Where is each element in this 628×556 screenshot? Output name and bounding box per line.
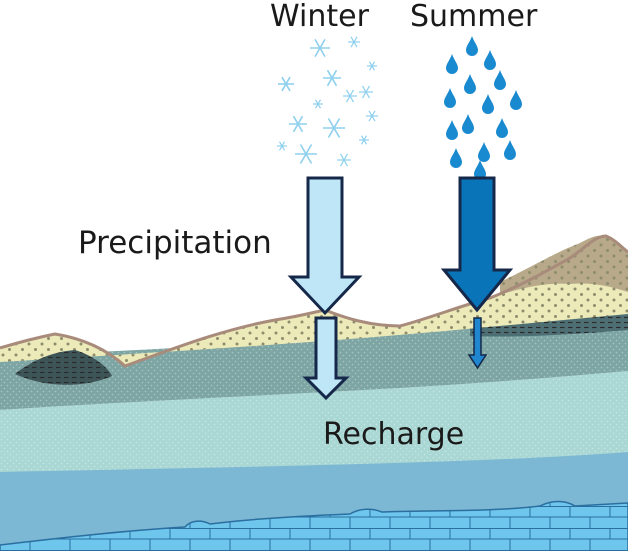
raindrop-icon (450, 148, 462, 168)
raindrop-icon (478, 142, 490, 162)
precipitation-label: Precipitation (78, 225, 272, 261)
snowflake-icon (367, 61, 377, 71)
snowflake-icon (359, 135, 369, 145)
snowflake-icon (359, 85, 373, 99)
limestone-bedrock (0, 500, 628, 552)
snowflake-icon (313, 99, 323, 109)
snowflake-icon (323, 69, 341, 87)
raindrop-icon (494, 70, 506, 90)
winter-precipitation-arrow (287, 176, 363, 316)
summer-recharge-arrow (467, 317, 488, 370)
snowflake-icon (348, 36, 360, 48)
raindrop-icon (462, 114, 474, 134)
left-clay-lens-dashes (15, 350, 112, 385)
summer-precipitation-arrow (440, 176, 514, 313)
raindrop-icon (446, 120, 458, 140)
recharge-label: Recharge (323, 417, 465, 452)
raindrop-icon (466, 36, 478, 56)
snowflake-icon (337, 153, 351, 167)
winter-snowflakes (277, 36, 378, 167)
ground-surface-line (0, 234, 628, 368)
raindrop-icon (464, 74, 476, 94)
snowflake-icon (343, 89, 357, 103)
winter-recharge-arrow (302, 316, 350, 401)
raindrop-icon (484, 50, 496, 70)
raindrop-icon (444, 88, 456, 108)
raindrop-icon (482, 94, 494, 114)
raindrop-icon (446, 54, 458, 74)
raindrop-icon (496, 118, 508, 138)
snowflake-icon (278, 76, 294, 92)
snowflake-icon (366, 110, 378, 122)
snowflake-icon (289, 115, 307, 133)
ground-strata (0, 234, 628, 552)
summer-raindrops (444, 36, 522, 180)
snowflake-icon (310, 38, 330, 58)
raindrop-icon (474, 160, 486, 180)
snowflake-icon (323, 118, 345, 138)
winter-label: Winter (270, 0, 369, 34)
snowflake-icon (295, 144, 317, 164)
summer-label: Summer (410, 0, 538, 34)
saturated-zone-texture (0, 371, 628, 472)
raindrop-icon (504, 140, 516, 160)
snowflake-icon (277, 141, 287, 151)
raindrop-icon (510, 90, 522, 110)
